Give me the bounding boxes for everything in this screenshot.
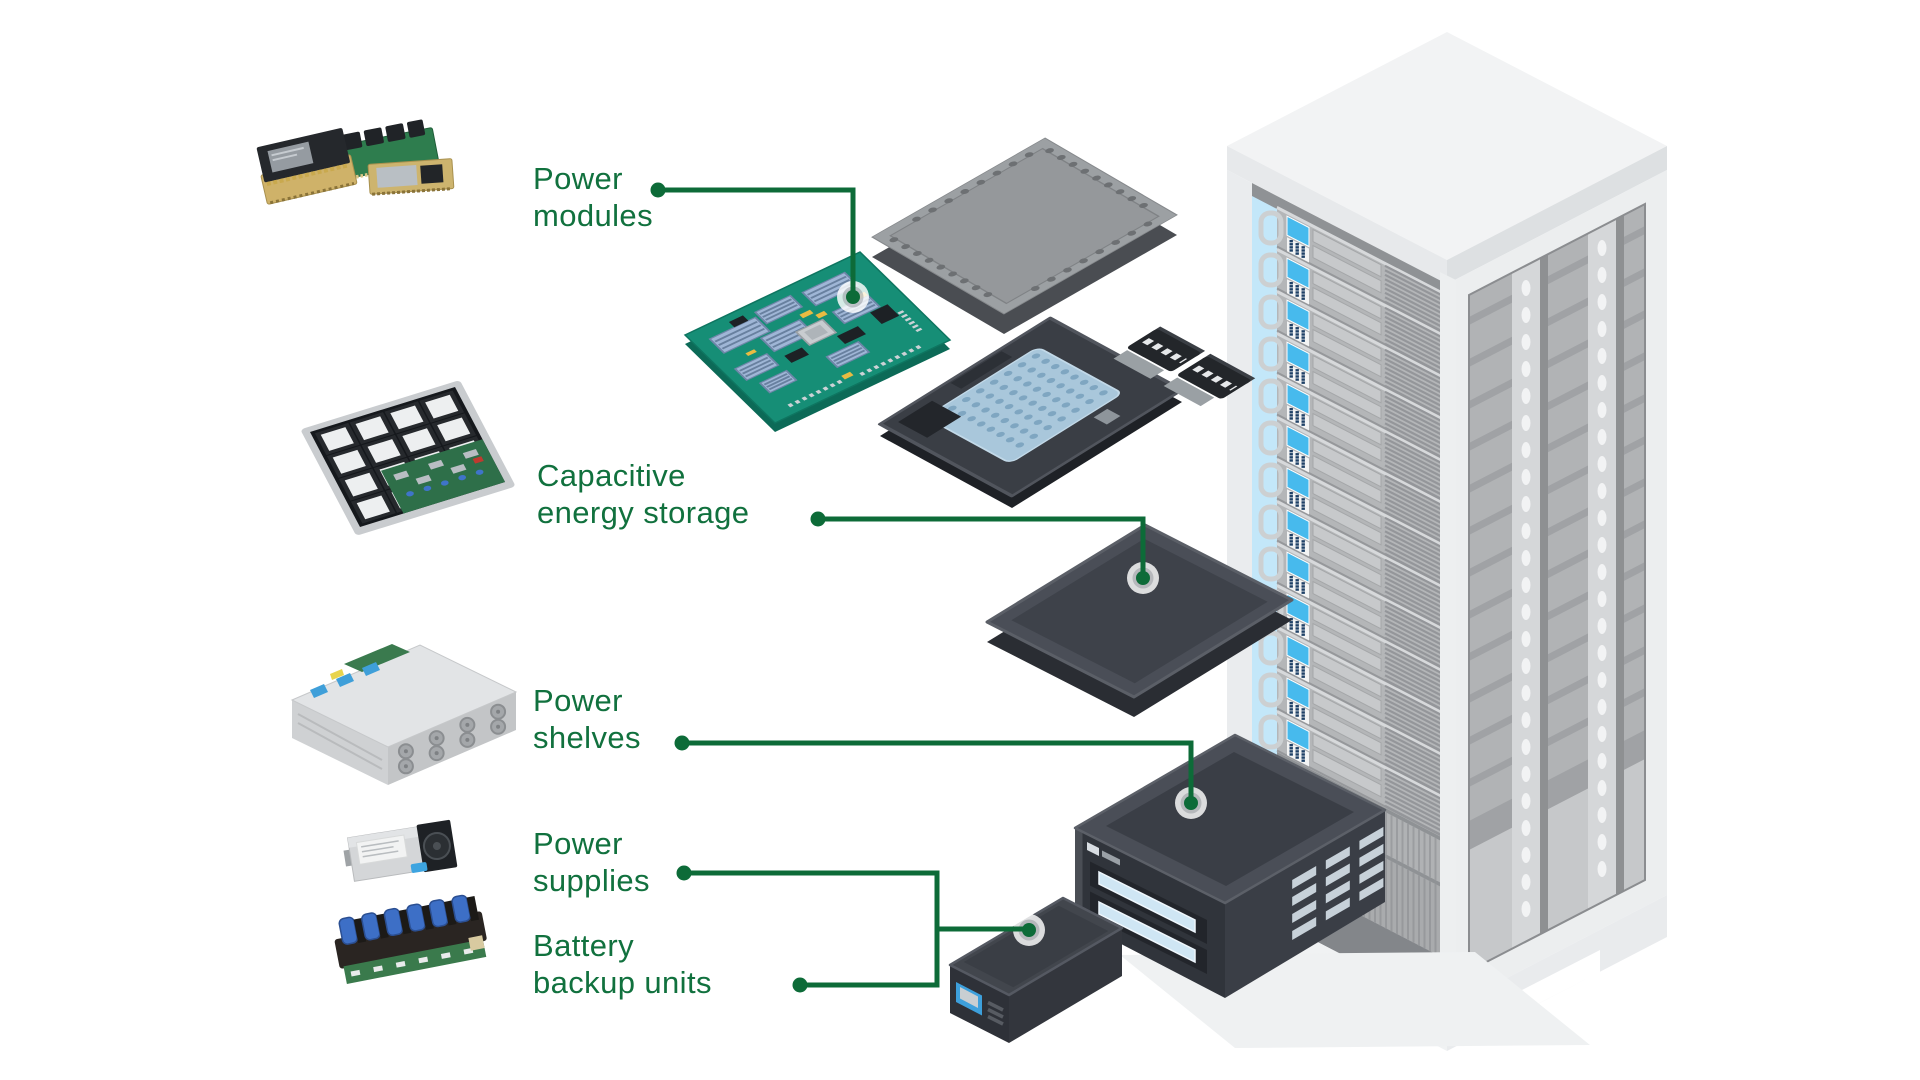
rack-blue-glow	[1252, 196, 1277, 899]
connector-tray	[877, 316, 1256, 508]
leader-lines	[650, 182, 1198, 993]
power-shelf-photo	[290, 644, 518, 785]
psu-latch	[410, 862, 428, 873]
battery-backup-module	[948, 896, 1124, 1043]
label-line: modules	[533, 198, 653, 233]
shelf-fan-modules	[397, 703, 507, 775]
battery-cells	[338, 894, 480, 945]
label-line: supplies	[533, 863, 650, 898]
leader-capacitive-energy-storage	[818, 516, 1146, 578]
leader-power-supplies-battery	[684, 870, 1029, 988]
power-modules-photo	[256, 119, 455, 205]
battery-backup-photo	[334, 894, 487, 984]
label-line: energy storage	[537, 495, 750, 530]
label-line: shelves	[533, 720, 641, 755]
label-line: backup units	[533, 965, 712, 1000]
rack-mounting-rails	[1512, 214, 1624, 949]
label-capacitive-energy-storage: Capacitive energy storage	[537, 457, 749, 531]
label-line: Power	[533, 161, 623, 196]
label-power-supplies: Power supplies	[533, 825, 650, 899]
lid-rivets	[889, 148, 1153, 298]
server-motherboard	[683, 251, 952, 432]
tray-perforations	[948, 353, 1108, 448]
label-line: Capacitive	[537, 458, 686, 493]
label-line: Power	[533, 826, 623, 861]
capacitor-board-photo	[301, 381, 515, 535]
label-line: Battery	[533, 928, 635, 963]
label-power-shelves: Power shelves	[533, 682, 641, 756]
label-battery-backup-units: Battery backup units	[533, 927, 712, 1001]
capacitive-storage-module	[985, 523, 1294, 717]
rack-servers	[1261, 206, 1447, 840]
leader-power-shelves	[682, 740, 1194, 803]
rack-left-post	[1227, 170, 1252, 908]
shelf-vents	[1292, 826, 1384, 940]
leader-power-modules	[658, 187, 856, 297]
power-shelf-unit	[1073, 733, 1387, 998]
rack-lid	[871, 137, 1178, 334]
power-supply-photo	[343, 819, 458, 882]
label-line: Power	[533, 683, 623, 718]
rack-corner-post	[1440, 272, 1456, 1014]
rack-right-inner	[1469, 204, 1645, 971]
label-power-modules: Power modules	[533, 160, 653, 234]
